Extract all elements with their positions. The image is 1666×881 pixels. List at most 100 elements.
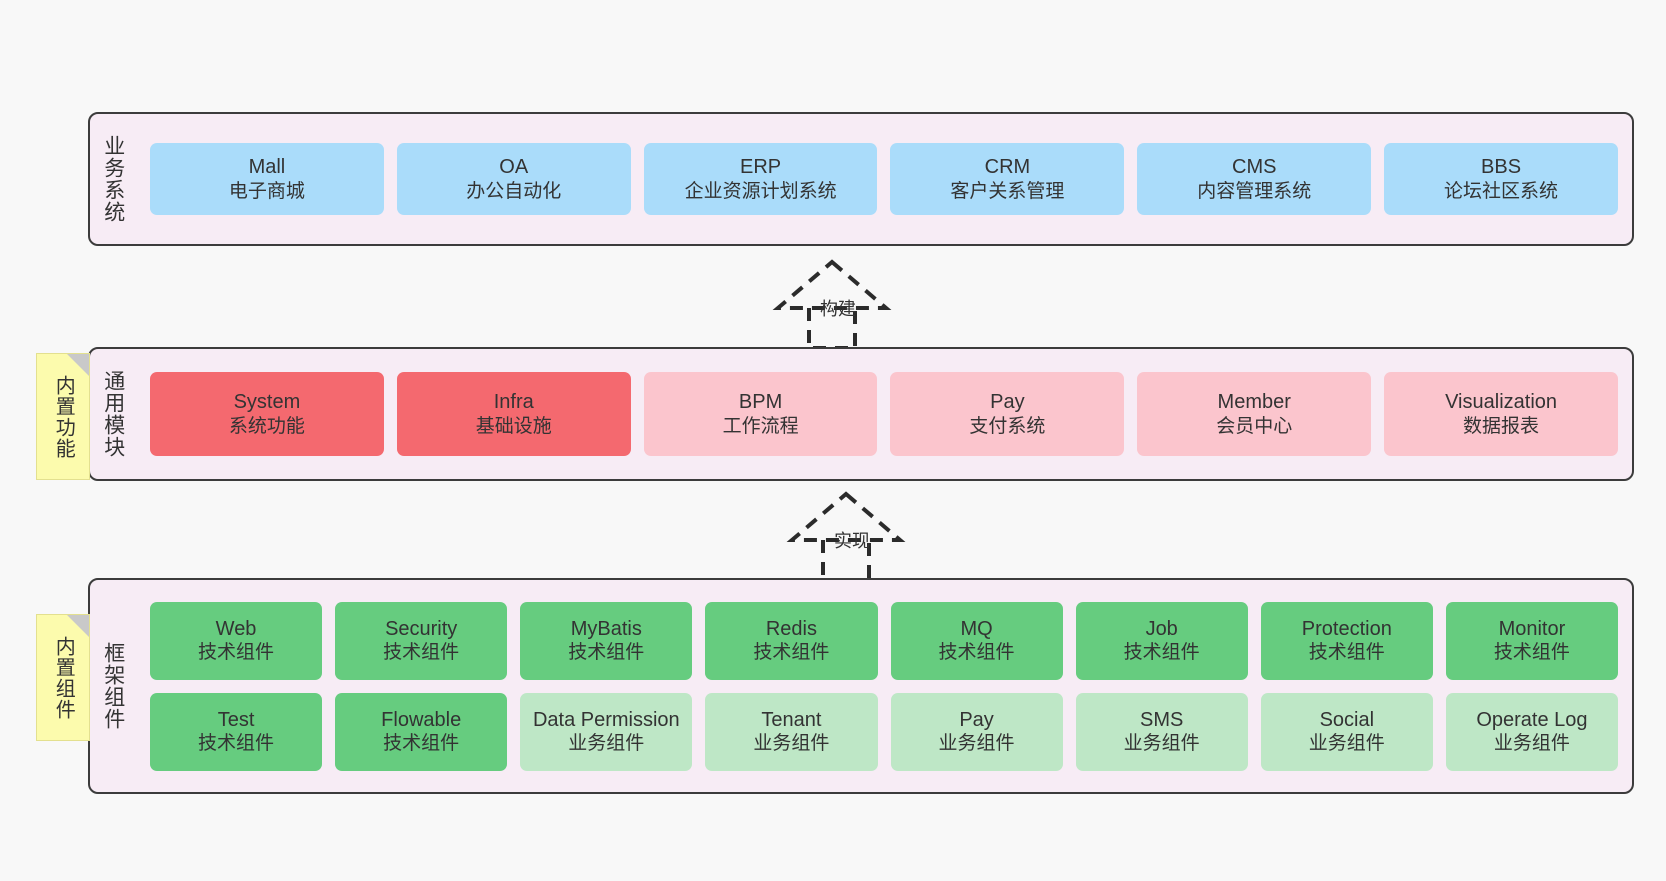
box-data-permission[interactable]: Data Permission 业务组件 xyxy=(520,692,693,771)
box-title: ERP xyxy=(740,156,782,179)
box-pay-module[interactable]: Pay 支付系统 xyxy=(890,372,1125,456)
box-title: Protection xyxy=(1301,617,1392,640)
box-subtitle: 技术组件 xyxy=(938,642,1015,664)
connector-build: 构建 xyxy=(752,256,912,351)
box-title: Job xyxy=(1145,617,1178,640)
box-title: OA xyxy=(499,156,529,179)
box-row: System 系统功能 Infra 基础设施 BPM 工作流程 Pay 支付系统… xyxy=(150,372,1618,456)
note-label: 内置功能 xyxy=(52,374,75,459)
connector-implement-label: 实现 xyxy=(834,531,870,551)
box-subtitle: 技术组件 xyxy=(198,642,275,664)
box-monitor[interactable]: Monitor 技术组件 xyxy=(1445,601,1618,680)
box-row: Test 技术组件 Flowable 技术组件 Data Permission … xyxy=(150,692,1618,771)
box-title: Infra xyxy=(493,391,534,414)
box-operate-log[interactable]: Operate Log 业务组件 xyxy=(1445,692,1618,771)
box-oa[interactable]: OA 办公自动化 xyxy=(396,143,631,215)
box-title: Mall xyxy=(248,156,286,179)
box-subtitle: 客户关系管理 xyxy=(950,180,1065,202)
note-fold-icon xyxy=(67,354,89,376)
box-title: Redis xyxy=(765,617,817,640)
layer-body-business-systems: Mall 电子商城 OA 办公自动化 ERP 企业资源计划系统 CRM 客户关系… xyxy=(136,114,1632,244)
box-tenant[interactable]: Tenant 业务组件 xyxy=(705,692,878,771)
note-builtin-components: 内置组件 xyxy=(36,614,90,741)
box-title: Data Permission xyxy=(532,708,680,731)
layer-title-framework-components: 框架组件 xyxy=(101,642,125,730)
layer-business-systems: 业务系统 Mall 电子商城 OA 办公自动化 ERP 企业资源计划系统 CRM… xyxy=(88,112,1634,246)
box-row: Web 技术组件 Security 技术组件 MyBatis 技术组件 Redi… xyxy=(150,601,1618,680)
box-subtitle: 技术组件 xyxy=(1123,642,1200,664)
box-title: BBS xyxy=(1481,156,1522,179)
box-mybatis[interactable]: MyBatis 技术组件 xyxy=(520,601,693,680)
box-title: Security xyxy=(385,617,458,640)
box-subtitle: 业务组件 xyxy=(1123,733,1200,755)
layer-body-framework-components: Web 技术组件 Security 技术组件 MyBatis 技术组件 Redi… xyxy=(136,580,1632,792)
box-title: MyBatis xyxy=(570,617,642,640)
generalization-arrow-icon xyxy=(786,491,906,582)
box-subtitle: 会员中心 xyxy=(1216,415,1293,437)
box-title: Tenant xyxy=(761,708,822,731)
box-member[interactable]: Member 会员中心 xyxy=(1137,372,1372,456)
box-title: Operate Log xyxy=(1476,708,1588,731)
box-web[interactable]: Web 技术组件 xyxy=(150,601,323,680)
box-subtitle: 技术组件 xyxy=(198,733,275,755)
box-subtitle: 技术组件 xyxy=(753,642,830,664)
box-subtitle: 工作流程 xyxy=(722,415,799,437)
box-subtitle: 业务组件 xyxy=(753,733,830,755)
box-subtitle: 支付系统 xyxy=(969,415,1046,437)
box-mq[interactable]: MQ 技术组件 xyxy=(890,601,1063,680)
box-flowable[interactable]: Flowable 技术组件 xyxy=(335,692,508,771)
note-label: 内置组件 xyxy=(52,635,75,720)
box-title: MQ xyxy=(960,617,993,640)
box-social[interactable]: Social 业务组件 xyxy=(1260,692,1433,771)
box-erp[interactable]: ERP 企业资源计划系统 xyxy=(643,143,878,215)
box-pay-component[interactable]: Pay 业务组件 xyxy=(890,692,1063,771)
layer-title-business-systems: 业务系统 xyxy=(101,135,125,223)
layer-common-modules: 通用模块 System 系统功能 Infra 基础设施 BPM 工作流程 Pay… xyxy=(88,347,1634,481)
box-title: Web xyxy=(215,617,257,640)
box-visualization[interactable]: Visualization 数据报表 xyxy=(1384,372,1618,456)
box-infra[interactable]: Infra 基础设施 xyxy=(396,372,631,456)
box-title: Member xyxy=(1217,391,1291,414)
box-job[interactable]: Job 技术组件 xyxy=(1075,601,1248,680)
box-subtitle: 数据报表 xyxy=(1463,415,1540,437)
box-subtitle: 技术组件 xyxy=(1493,642,1570,664)
box-title: Visualization xyxy=(1445,391,1558,414)
box-sms[interactable]: SMS 业务组件 xyxy=(1075,692,1248,771)
box-subtitle: 基础设施 xyxy=(475,415,552,437)
box-crm[interactable]: CRM 客户关系管理 xyxy=(890,143,1125,215)
box-security[interactable]: Security 技术组件 xyxy=(335,601,508,680)
box-subtitle: 电子商城 xyxy=(228,180,305,202)
box-subtitle: 技术组件 xyxy=(1308,642,1385,664)
box-subtitle: 技术组件 xyxy=(383,733,460,755)
box-mall[interactable]: Mall 电子商城 xyxy=(150,143,384,215)
box-title: System xyxy=(233,391,301,414)
box-subtitle: 技术组件 xyxy=(383,642,460,664)
note-fold-icon xyxy=(67,615,89,637)
box-bbs[interactable]: BBS 论坛社区系统 xyxy=(1384,143,1618,215)
box-title: Test xyxy=(217,708,255,731)
generalization-arrow-icon xyxy=(772,259,892,350)
box-title: SMS xyxy=(1140,708,1184,731)
layer-framework-components: 框架组件 Web 技术组件 Security 技术组件 MyBatis 技术组件… xyxy=(88,578,1634,794)
box-row: Mall 电子商城 OA 办公自动化 ERP 企业资源计划系统 CRM 客户关系… xyxy=(150,143,1618,215)
box-subtitle: 业务组件 xyxy=(568,733,645,755)
box-protection[interactable]: Protection 技术组件 xyxy=(1260,601,1433,680)
box-subtitle: 技术组件 xyxy=(568,642,645,664)
box-subtitle: 业务组件 xyxy=(1308,733,1385,755)
box-title: CMS xyxy=(1232,156,1277,179)
connector-implement: 实现 xyxy=(766,488,926,583)
box-bpm[interactable]: BPM 工作流程 xyxy=(643,372,878,456)
box-subtitle: 业务组件 xyxy=(1493,733,1570,755)
box-subtitle: 企业资源计划系统 xyxy=(684,180,837,202)
box-title: Social xyxy=(1319,708,1375,731)
box-title: CRM xyxy=(984,156,1031,179)
box-test[interactable]: Test 技术组件 xyxy=(150,692,323,771)
box-system[interactable]: System 系统功能 xyxy=(150,372,384,456)
box-subtitle: 办公自动化 xyxy=(466,180,562,202)
box-subtitle: 业务组件 xyxy=(938,733,1015,755)
box-cms[interactable]: CMS 内容管理系统 xyxy=(1137,143,1372,215)
box-redis[interactable]: Redis 技术组件 xyxy=(705,601,878,680)
note-builtin-functions: 内置功能 xyxy=(36,353,90,480)
box-title: Flowable xyxy=(381,708,462,731)
